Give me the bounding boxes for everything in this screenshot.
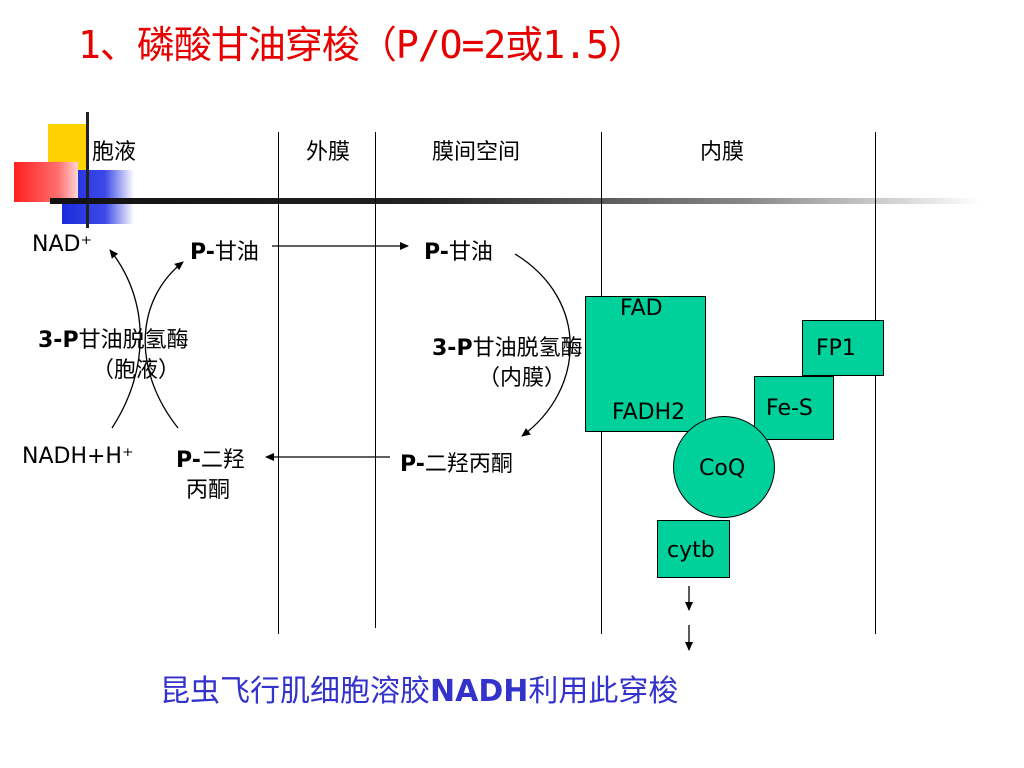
label-fad: FAD <box>620 296 663 321</box>
label-nadh: NADH+H⁺ <box>22 444 134 469</box>
header-inner-membrane: 内膜 <box>700 140 745 165</box>
label-fe-s: Fe-S <box>766 396 813 421</box>
coq-circle <box>673 416 775 518</box>
label-fp1: FP1 <box>816 336 856 361</box>
cytb-box <box>657 520 730 578</box>
label-enzyme-cytosol: 3-P甘油脱氢酶 <box>38 328 189 353</box>
label-p-glycerol-cytosol: P-甘油 <box>190 240 259 265</box>
decor-vertical-rule <box>86 112 89 228</box>
label-p-dhap-cytosol-line1: P-二羟 <box>176 448 245 473</box>
outer-membrane-line-right <box>375 132 376 628</box>
header-outer-membrane: 外膜 <box>306 140 351 165</box>
slide-title: 1、磷酸甘油穿梭（P/O=2或1.5） <box>78 23 646 67</box>
curve-nadh-to-nad <box>109 249 141 429</box>
fad-box <box>585 296 706 432</box>
outer-membrane-line-left <box>278 132 279 634</box>
inner-membrane-line-right <box>875 132 876 634</box>
decor-horizontal-rule <box>50 198 980 204</box>
fe-s-box <box>754 376 834 440</box>
curve-glycerol-to-dhap <box>514 253 571 437</box>
decor-red-square <box>14 162 78 202</box>
header-cytosol: 胞液 <box>92 140 137 165</box>
label-nad-plus: NAD⁺ <box>32 232 93 257</box>
fp1-box <box>802 320 884 376</box>
header-intermembrane-space: 膜间空间 <box>432 140 521 165</box>
label-p-dhap-membrane: P-二羟丙酮 <box>400 452 513 477</box>
label-enzyme-location-cytosol: （胞液） <box>92 358 181 383</box>
label-enzyme-membrane: 3-P甘油脱氢酶 <box>432 336 583 361</box>
label-cytb: cytb <box>667 538 715 563</box>
label-coq: CoQ <box>699 456 746 481</box>
label-p-glycerol-membrane: P-甘油 <box>424 240 493 265</box>
curve-dhap-to-glycerol <box>144 261 184 429</box>
label-p-dhap-cytosol-line2: 丙酮 <box>186 478 231 503</box>
label-enzyme-location-membrane: （内膜） <box>478 366 567 391</box>
label-fadh2: FADH2 <box>612 400 686 425</box>
footer-note: 昆虫飞行肌细胞溶胶NADH利用此穿梭 <box>160 674 679 709</box>
